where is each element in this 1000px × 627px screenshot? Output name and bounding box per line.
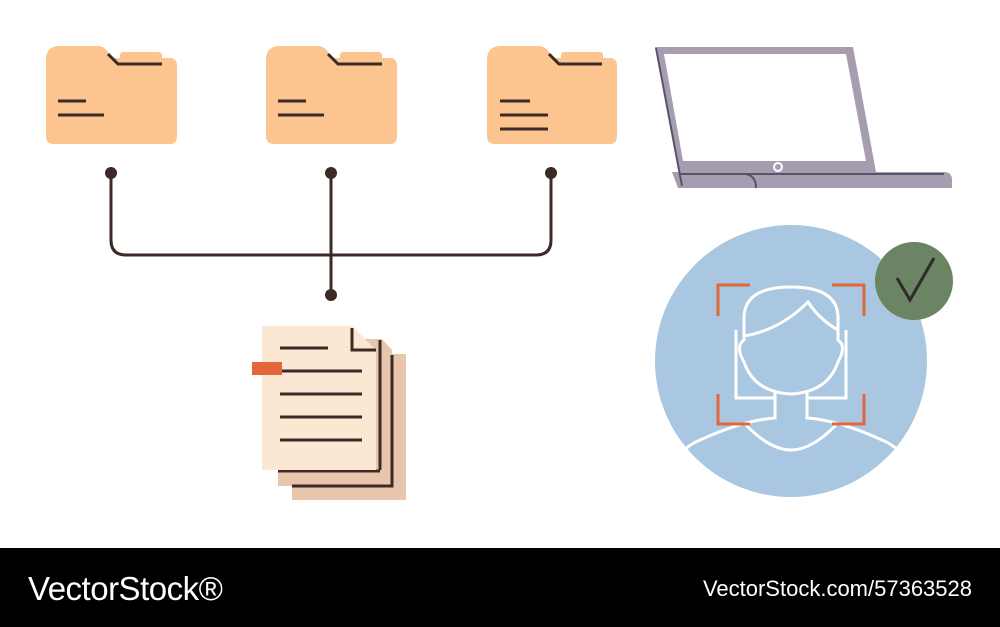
checkmark-icon — [895, 257, 936, 303]
footer-bar: VectorStock® VectorStock.com/57363528 — [0, 548, 1000, 627]
brand-logo: VectorStock® — [28, 570, 223, 607]
laptop-icon — [655, 47, 952, 189]
folder-connector — [105, 167, 557, 301]
folder-icon-2 — [266, 46, 397, 144]
stock-image-id: VectorStock.com/57363528 — [702, 576, 972, 601]
folder-icon-3 — [487, 46, 617, 144]
illustration-canvas — [46, 46, 953, 500]
face-outline — [680, 285, 902, 454]
scan-frame — [716, 283, 866, 426]
document-stack-icon — [252, 326, 406, 500]
face-recognition-icon — [655, 225, 927, 497]
folder-icon-1 — [46, 46, 177, 144]
verified-badge — [875, 242, 953, 320]
